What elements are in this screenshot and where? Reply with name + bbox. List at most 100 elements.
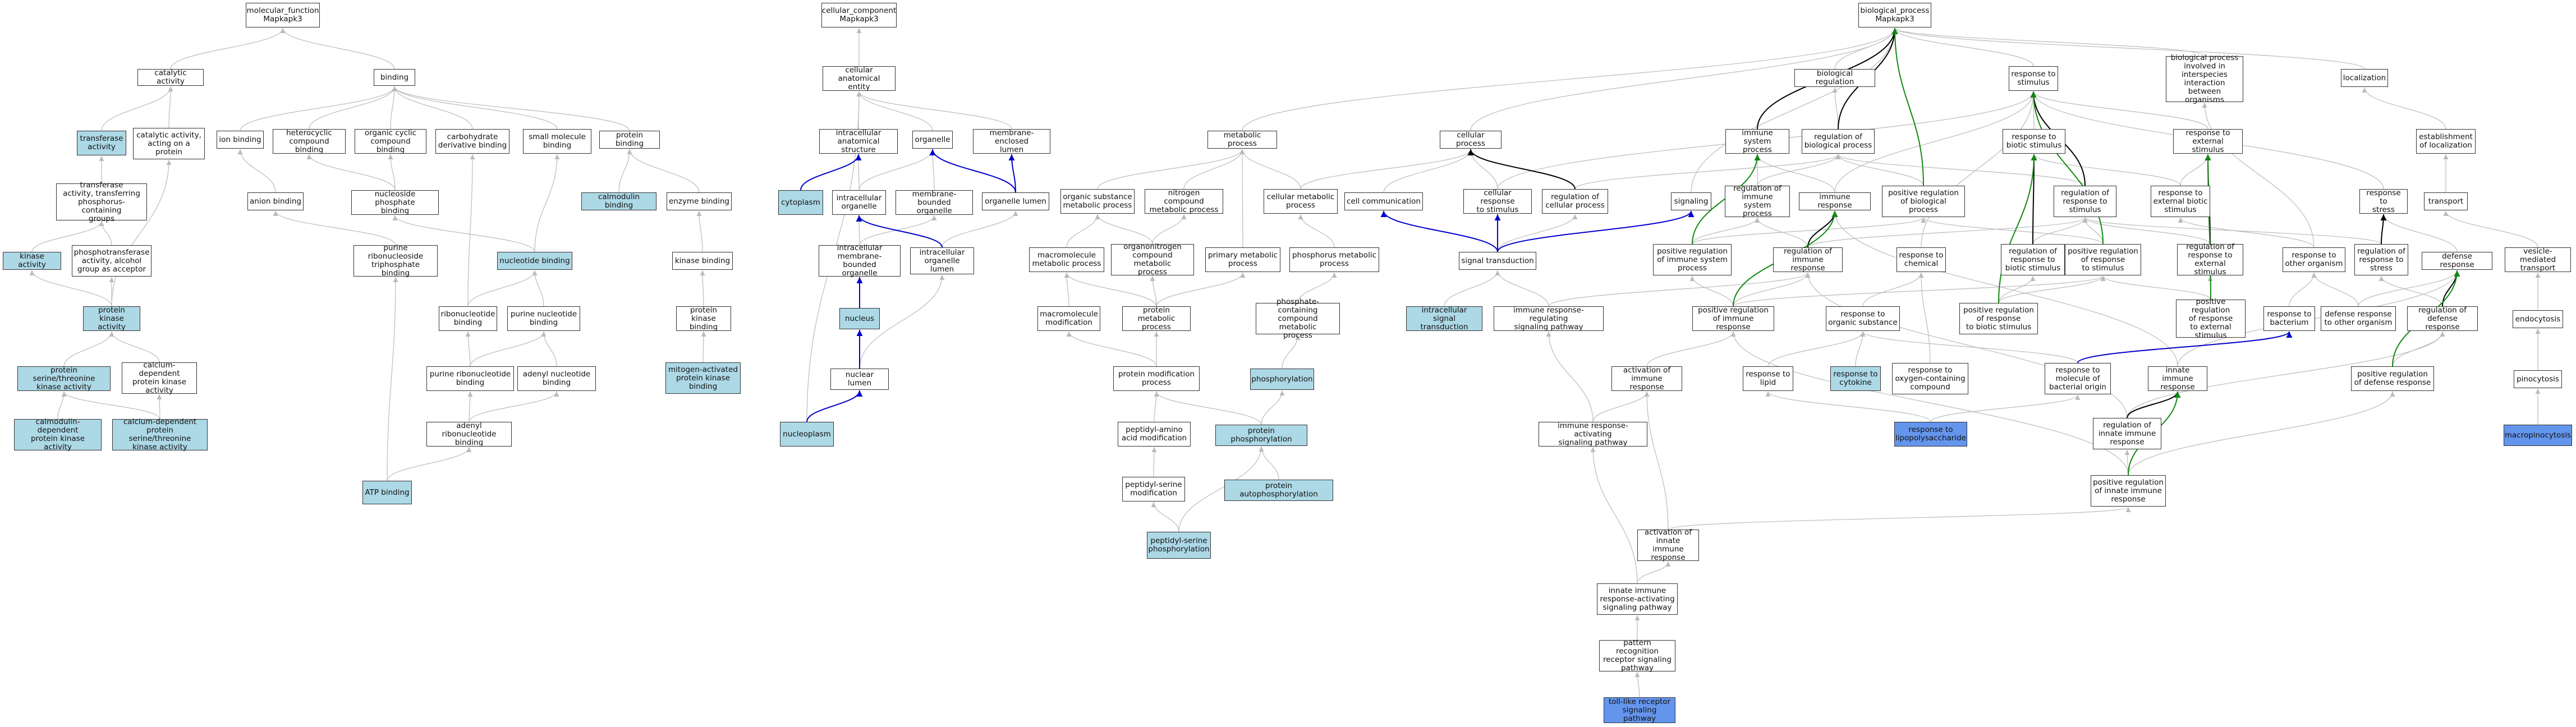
node-response-to-cytokine[interactable]: response to cytokine: [1830, 366, 1881, 391]
node-membrane-enclosed-lumen[interactable]: membrane-enclosed lumen: [973, 128, 1050, 154]
node-regulation-of-biological-process[interactable]: regulation of biological process: [1802, 129, 1875, 154]
node-binding[interactable]: binding: [374, 69, 415, 86]
node-anion-binding[interactable]: anion binding: [247, 192, 304, 210]
node-cellular-response-to-stimulus[interactable]: cellular response to stimulus: [1463, 188, 1532, 214]
node-response-to-bacterium[interactable]: response to bacterium: [2263, 306, 2315, 331]
node-intracellular-anatomical-structure[interactable]: intracellular anatomical structure: [819, 128, 898, 154]
node-localization[interactable]: localization: [2341, 69, 2388, 87]
node-endocytosis[interactable]: endocytosis: [2513, 310, 2563, 328]
node-regulation-of-response-to-external-stimulus[interactable]: regulation of response to external stimu…: [2177, 243, 2243, 277]
node-kinase-activity[interactable]: kinase activity: [3, 252, 61, 270]
node-protein-kinase-binding[interactable]: protein kinase binding: [676, 306, 731, 331]
node-response-to-other-organism[interactable]: response to other organism: [2283, 247, 2345, 272]
node-purine-ribonucleotide-binding[interactable]: purine ribonucleotide binding: [426, 366, 514, 391]
node-establishment-of-localization[interactable]: establishment of localization: [2416, 129, 2476, 154]
node-ion-binding[interactable]: ion binding: [217, 131, 264, 149]
node-bp-interspecies[interactable]: biological process involved in interspec…: [2166, 54, 2243, 104]
node-positive-regulation-of-defense-response[interactable]: positive regulation of defense response: [2351, 366, 2434, 391]
node-cellular-process[interactable]: cellular process: [1440, 131, 1501, 149]
node-mapk-binding[interactable]: mitogen-activated protein kinase binding: [665, 362, 741, 394]
node-positive-regulation-of-response-to-biotic-stimulus[interactable]: positive regulation of response to bioti…: [1959, 303, 2038, 334]
node-defense-response-to-other-organism[interactable]: defense response to other organism: [2321, 306, 2396, 331]
node-organelle-lumen[interactable]: organelle lumen: [982, 192, 1049, 210]
node-peptidyl-serine-modification[interactable]: peptidyl-serine modification: [1122, 477, 1185, 501]
node-protein-kinase-activity[interactable]: protein kinase activity: [83, 306, 140, 331]
node-response-to-lipopolysaccharide[interactable]: response to lipopolysaccharide: [1894, 422, 1967, 447]
node-intracellular-signal-transduction[interactable]: intracellular signal transduction: [1406, 306, 1482, 331]
node-cc-root[interactable]: cellular_component Mapkapk3: [821, 3, 897, 27]
node-vesicle-mediated-transport[interactable]: vesicle-mediated transport: [2505, 247, 2571, 272]
node-transport[interactable]: transport: [2424, 192, 2468, 210]
node-ribonucleotide-binding[interactable]: ribonucleotide binding: [439, 306, 497, 331]
node-nuclear-lumen[interactable]: nuclear lumen: [830, 369, 889, 390]
node-defense-response[interactable]: defense response: [2422, 252, 2492, 270]
node-purine-ribonucleoside-triphosphate-binding[interactable]: purine ribonucleoside triphosphate bindi…: [353, 244, 438, 278]
node-organelle[interactable]: organelle: [912, 131, 953, 149]
node-calcium-dependent-protein-kinase-activity[interactable]: calcium-dependent protein kinase activit…: [122, 361, 197, 395]
node-catalytic-activity[interactable]: catalytic activity: [137, 69, 204, 86]
node-toll-like-receptor-signaling-pathway[interactable]: toll-like receptor signaling pathway: [1604, 697, 1675, 723]
node-protein-autophosphorylation[interactable]: protein autophosphorylation: [1224, 480, 1333, 501]
node-macropinocytosis[interactable]: macropinocytosis: [2504, 425, 2572, 446]
node-innate-immune-response[interactable]: innate immune response: [2148, 366, 2207, 391]
node-pinocytosis[interactable]: pinocytosis: [2514, 370, 2562, 388]
node-response-to-organic-substance[interactable]: response to organic substance: [1826, 306, 1900, 331]
node-cellular-anatomical-entity[interactable]: cellular anatomical entity: [823, 66, 896, 91]
node-purine-nucleotide-binding[interactable]: purine nucleotide binding: [507, 306, 580, 331]
node-response-to-oxygen-containing-compound[interactable]: response to oxygen-containing compound: [1892, 363, 1968, 394]
node-protein-metabolic-process[interactable]: protein metabolic process: [1122, 306, 1191, 331]
node-biological-regulation[interactable]: biological regulation: [1794, 69, 1875, 87]
node-response-to-lipid[interactable]: response to lipid: [1743, 366, 1793, 391]
node-response-to-biotic-stimulus[interactable]: response to biotic stimulus: [2003, 129, 2065, 154]
node-positive-regulation-of-response-to-external-stimulus[interactable]: positive regulation of response to exter…: [2176, 297, 2246, 339]
node-regulation-of-immune-system-process[interactable]: regulation of immune system process: [1725, 185, 1790, 218]
node-regulation-of-response-to-stress[interactable]: regulation of response to stress: [2354, 244, 2408, 275]
node-primary-metabolic-process[interactable]: primary metabolic process: [1205, 247, 1280, 272]
node-pattern-recognition-receptor-signaling-pathway[interactable]: pattern recognition receptor signaling p…: [1599, 639, 1675, 673]
node-innate-immune-response-activating-signaling-pathway[interactable]: innate immune response-activating signal…: [1597, 583, 1678, 615]
node-phosphotransferase-activity[interactable]: phosphotransferase activity, alcohol gro…: [72, 245, 151, 277]
node-nucleotide-binding[interactable]: nucleotide binding: [497, 252, 572, 270]
node-atp-binding[interactable]: ATP binding: [362, 481, 412, 504]
node-membrane-bounded-organelle[interactable]: membrane-bounded organelle: [896, 190, 973, 215]
node-response-to-stimulus[interactable]: response to stimulus: [2009, 66, 2058, 91]
node-cytoplasm[interactable]: cytoplasm: [778, 190, 823, 215]
node-catalytic-activity-protein[interactable]: catalytic activity, acting on a protein: [133, 128, 205, 159]
node-regulation-of-innate-immune-response[interactable]: regulation of innate immune response: [2093, 418, 2161, 449]
node-regulation-of-response-to-stimulus[interactable]: regulation of response to stimulus: [2054, 186, 2116, 217]
node-protein-serine-threonine-kinase-activity[interactable]: protein serine/threonine kinase activity: [17, 366, 111, 391]
node-regulation-of-defense-response[interactable]: regulation of defense response: [2407, 306, 2478, 331]
node-response-to-chemical[interactable]: response to chemical: [1897, 247, 1946, 272]
node-transferase-activity[interactable]: transferase activity: [77, 131, 126, 155]
node-nitrogen-compound-metabolic-process[interactable]: nitrogen compound metabolic process: [1145, 188, 1223, 214]
node-response-to-molecule-of-bacterial-origin[interactable]: response to molecule of bacterial origin: [2045, 363, 2111, 394]
node-positive-regulation-of-response-to-stimulus[interactable]: positive regulation of response to stimu…: [2065, 244, 2141, 275]
node-signaling[interactable]: signaling: [1671, 192, 1711, 210]
node-organic-substance-metabolic-process[interactable]: organic substance metabolic process: [1060, 189, 1135, 214]
node-transferase-phosphorus[interactable]: transferase activity, transferring phosp…: [56, 181, 147, 223]
node-adenyl-ribonucleotide-binding[interactable]: adenyl ribonucleotide binding: [426, 421, 512, 447]
node-bp-root[interactable]: biological_process Mapkapk3: [1858, 3, 1931, 27]
node-response-to-external-biotic-stimulus[interactable]: response to external biotic stimulus: [2151, 186, 2210, 217]
node-positive-regulation-of-innate-immune-response[interactable]: positive regulation of innate immune res…: [2091, 475, 2166, 507]
node-nucleoside-phosphate-binding[interactable]: nucleoside phosphate binding: [351, 190, 439, 215]
node-regulation-of-cellular-process[interactable]: regulation of cellular process: [1542, 189, 1608, 214]
node-cell-communication[interactable]: cell communication: [1344, 192, 1423, 210]
node-regulation-of-immune-response[interactable]: regulation of immune response: [1773, 247, 1843, 272]
node-metabolic-process[interactable]: metabolic process: [1207, 131, 1277, 149]
node-calcium-dependent-protein-serine-threonine-kinase-activity[interactable]: calcium-dependent protein serine/threoni…: [112, 418, 208, 452]
node-macromolecule-modification[interactable]: macromolecule modification: [1037, 306, 1100, 331]
node-adenyl-nucleotide-binding[interactable]: adenyl nucleotide binding: [517, 366, 596, 391]
node-carbohydrate-derivative-binding[interactable]: carbohydrate derivative binding: [435, 129, 509, 154]
node-mf-root[interactable]: molecular_function Mapkapk3: [246, 3, 320, 27]
node-immune-system-process[interactable]: immune system process: [1725, 128, 1789, 154]
node-phosphorylation[interactable]: phosphorylation: [1250, 369, 1314, 390]
node-organonitrogen-compound-metabolic-process[interactable]: organonitrogen compound metabolic proces…: [1111, 243, 1194, 277]
node-immune-response[interactable]: immune response: [1799, 192, 1871, 210]
node-peptidyl-amino-acid-modification[interactable]: peptidyl-amino acid modification: [1118, 422, 1191, 447]
node-intracellular-organelle[interactable]: intracellular organelle: [832, 190, 886, 215]
node-immune-response-regulating-signaling-pathway[interactable]: immune response-regulating signaling pat…: [1494, 306, 1604, 331]
node-macromolecule-metabolic-process[interactable]: macromolecule metabolic process: [1029, 247, 1104, 272]
node-phosphorus-metabolic-process[interactable]: phosphorus metabolic process: [1289, 247, 1379, 272]
node-positive-regulation-of-biological-process[interactable]: positive regulation of biological proces…: [1882, 186, 1965, 217]
